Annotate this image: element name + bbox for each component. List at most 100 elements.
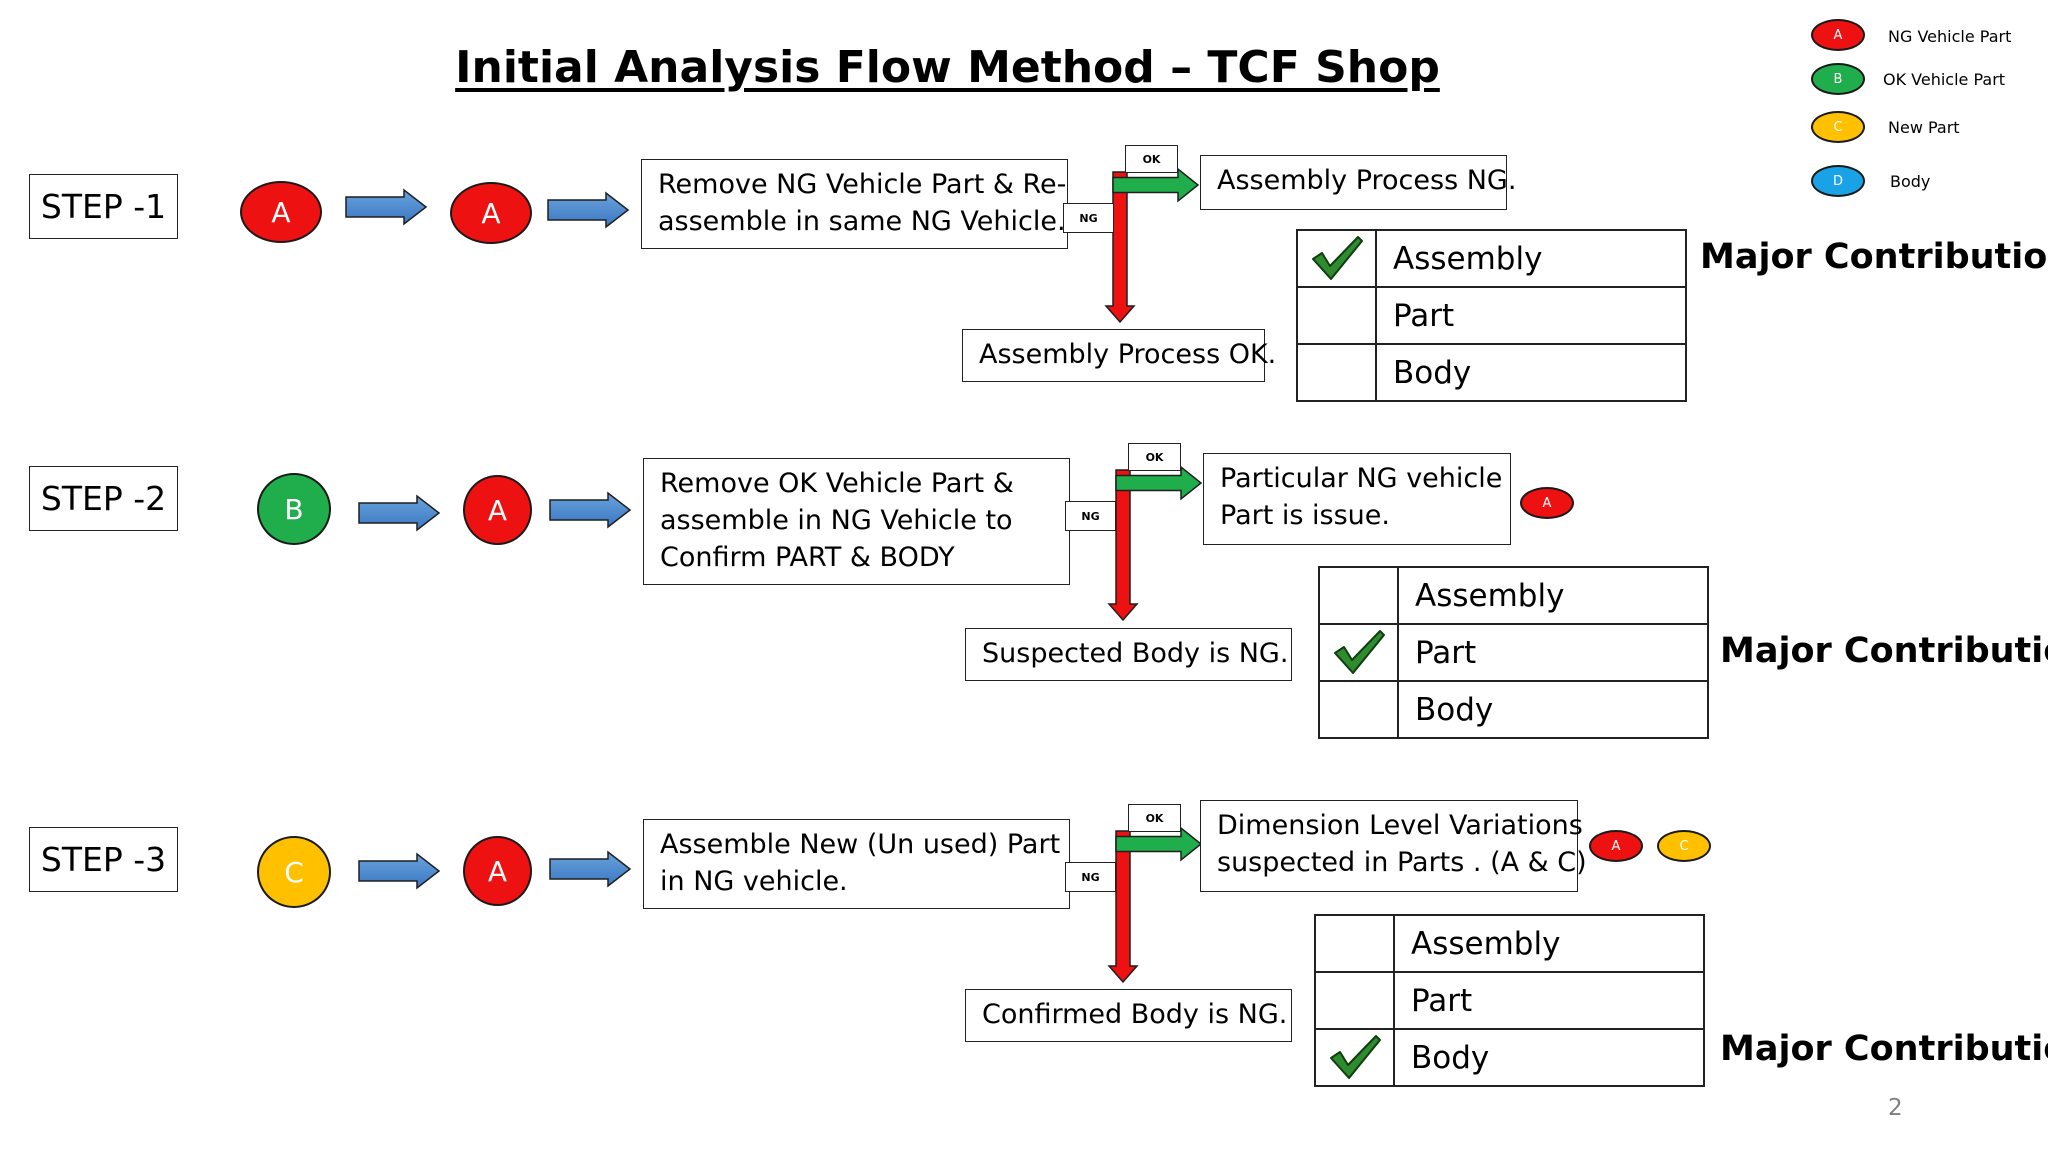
step-3-ok-result-line-1: Dimension Level Variations bbox=[1217, 810, 1583, 841]
step-1-source-letter: A bbox=[271, 195, 291, 229]
step-2-ok-result-line-2: Part is issue. bbox=[1220, 500, 1390, 531]
step-1-ok-right-arrow bbox=[1112, 167, 1200, 203]
legend-label-ng-vehicle-part: NG Vehicle Part bbox=[1888, 27, 2012, 46]
step-1-ok-tag: OK bbox=[1125, 145, 1178, 173]
step-2-row-assembly: Assembly bbox=[1318, 566, 1709, 625]
step-1-target-letter: A bbox=[481, 196, 501, 230]
legend-label-body: Body bbox=[1890, 172, 1931, 191]
step-3-ok-tag: OK bbox=[1128, 804, 1181, 832]
legend-label-ok-vehicle-part: OK Vehicle Part bbox=[1883, 70, 2006, 89]
step-2-row-part: Part bbox=[1318, 623, 1709, 682]
step-2-ok-tag: OK bbox=[1128, 443, 1181, 471]
step-3-check-cell-body bbox=[1314, 1028, 1395, 1087]
step-2-source-circle: B bbox=[257, 473, 331, 545]
step-1-row-label-body: Body bbox=[1375, 343, 1687, 402]
step-2-badge-a: A bbox=[1520, 487, 1574, 519]
step-3-ng-down-arrow bbox=[1107, 830, 1139, 984]
step-2-action-line-3: Confirm PART & BODY bbox=[660, 542, 955, 573]
step-2-check-cell-part bbox=[1318, 623, 1399, 682]
legend-letter-a: A bbox=[1833, 27, 1843, 43]
step-2-major-contribution: Major Contribution bbox=[1720, 631, 2048, 671]
step-1-row-label-assembly: Assembly bbox=[1375, 229, 1687, 288]
step-2-row-label-body: Body bbox=[1397, 680, 1709, 739]
step-2-ok-result-box: Particular NG vehicle Part is issue. bbox=[1203, 453, 1511, 545]
step-1-row-assembly: Assembly bbox=[1296, 229, 1687, 288]
step-2-row-body: Body bbox=[1318, 680, 1709, 739]
legend-letter-c: C bbox=[1833, 119, 1843, 135]
step-2-check-cell-body bbox=[1318, 680, 1399, 739]
step-1-major-contribution: Major Contribution bbox=[1700, 237, 2048, 277]
step-2-action-line-1: Remove OK Vehicle Part & bbox=[660, 468, 1014, 499]
step-3-row-label-body: Body bbox=[1393, 1028, 1705, 1087]
legend-letter-b: B bbox=[1833, 71, 1843, 87]
step-1-ng-down-arrow bbox=[1104, 171, 1136, 324]
step-2-ng-tag: NG bbox=[1065, 501, 1116, 531]
step-2-target-letter: A bbox=[487, 493, 508, 527]
step-2-label: STEP -2 bbox=[29, 466, 178, 531]
step-1-check-cell-assembly bbox=[1296, 229, 1377, 288]
step-3-contribution-table: Assembly Part Body bbox=[1314, 914, 1705, 1087]
step-2-ng-result-box: Suspected Body is NG. bbox=[965, 628, 1292, 681]
step-2-source-letter: B bbox=[284, 492, 304, 526]
step-2-action-box: Remove OK Vehicle Part & assemble in NG … bbox=[643, 458, 1070, 585]
step-2-arrow-2 bbox=[549, 491, 632, 529]
checkmark-icon bbox=[1311, 235, 1363, 280]
step-3-check-cell-assembly bbox=[1314, 914, 1395, 973]
step-3-badge-c-letter: C bbox=[1679, 838, 1689, 854]
step-3-major-contribution: Major Contribution bbox=[1720, 1029, 2048, 1069]
step-3-row-part: Part bbox=[1314, 971, 1705, 1030]
step-3-ok-right-arrow bbox=[1115, 826, 1203, 862]
checkmark-icon bbox=[1329, 1034, 1381, 1079]
checkmark-icon bbox=[1333, 629, 1385, 674]
legend-letter-d: D bbox=[1832, 173, 1843, 189]
step-1-contribution-table: Assembly Part Body bbox=[1296, 229, 1687, 402]
step-1-ng-tag: NG bbox=[1063, 203, 1114, 233]
step-1-source-circle: A bbox=[240, 181, 322, 243]
step-3-badge-a: A bbox=[1589, 830, 1643, 862]
page-title: Initial Analysis Flow Method – TCF Shop bbox=[455, 42, 1440, 93]
step-3-check-cell-part bbox=[1314, 971, 1395, 1030]
legend-dot-b: B bbox=[1811, 63, 1865, 95]
step-1-target-circle: A bbox=[450, 182, 532, 244]
step-1-ok-result-line-1: Assembly Process NG. bbox=[1217, 165, 1517, 196]
step-2-arrow-1 bbox=[358, 494, 441, 532]
step-3-ok-result-box: Dimension Level Variations suspected in … bbox=[1200, 800, 1587, 892]
step-1-row-body: Body bbox=[1296, 343, 1687, 402]
step-3-badge-c: C bbox=[1657, 830, 1711, 862]
step-3-row-assembly: Assembly bbox=[1314, 914, 1705, 973]
page-number: 2 bbox=[1888, 1095, 1903, 1121]
step-2-row-label-part: Part bbox=[1397, 623, 1709, 682]
step-3-target-letter: A bbox=[487, 854, 508, 888]
step-3-action-line-2: in NG vehicle. bbox=[660, 866, 848, 897]
step-2-contribution-table: Assembly Part Body bbox=[1318, 566, 1709, 739]
step-2-ng-result-text: Suspected Body is NG. bbox=[982, 638, 1289, 669]
step-2-target-circle: A bbox=[463, 475, 532, 545]
step-1-arrow-2 bbox=[547, 191, 630, 229]
step-1-action-line-2: assemble in same NG Vehicle. bbox=[658, 206, 1066, 237]
step-1-action-box: Remove NG Vehicle Part & Re- assemble in… bbox=[641, 159, 1068, 249]
step-3-row-body: Body bbox=[1314, 1028, 1705, 1087]
step-2-badge-a-letter: A bbox=[1542, 495, 1552, 511]
step-1-action-line-1: Remove NG Vehicle Part & Re- bbox=[658, 169, 1067, 200]
step-1-ok-result-box: Assembly Process NG. bbox=[1200, 155, 1517, 210]
step-2-action-line-2: assemble in NG Vehicle to bbox=[660, 505, 1013, 536]
step-1-ng-result-text: Assembly Process OK. bbox=[979, 339, 1277, 370]
step-3-source-circle: C bbox=[257, 836, 331, 908]
step-1-arrow-1 bbox=[345, 188, 428, 226]
step-3-ng-result-box: Confirmed Body is NG. bbox=[965, 989, 1292, 1042]
step-2-row-label-assembly: Assembly bbox=[1397, 566, 1709, 625]
legend-label-new-part: New Part bbox=[1888, 118, 1960, 137]
step-3-ok-result-line-2: suspected in Parts . (A & C) bbox=[1217, 847, 1587, 878]
step-3-arrow-1 bbox=[358, 852, 441, 890]
step-2-ng-down-arrow bbox=[1107, 469, 1139, 622]
step-3-arrow-2 bbox=[549, 850, 632, 888]
step-3-ng-tag: NG bbox=[1065, 862, 1116, 892]
step-1-check-cell-part bbox=[1296, 286, 1377, 345]
step-3-ng-result-text: Confirmed Body is NG. bbox=[982, 999, 1288, 1030]
step-1-check-cell-body bbox=[1296, 343, 1377, 402]
legend-dot-c: C bbox=[1811, 111, 1865, 143]
step-2-ok-result-line-1: Particular NG vehicle bbox=[1220, 463, 1503, 494]
legend-dot-a: A bbox=[1811, 19, 1865, 51]
